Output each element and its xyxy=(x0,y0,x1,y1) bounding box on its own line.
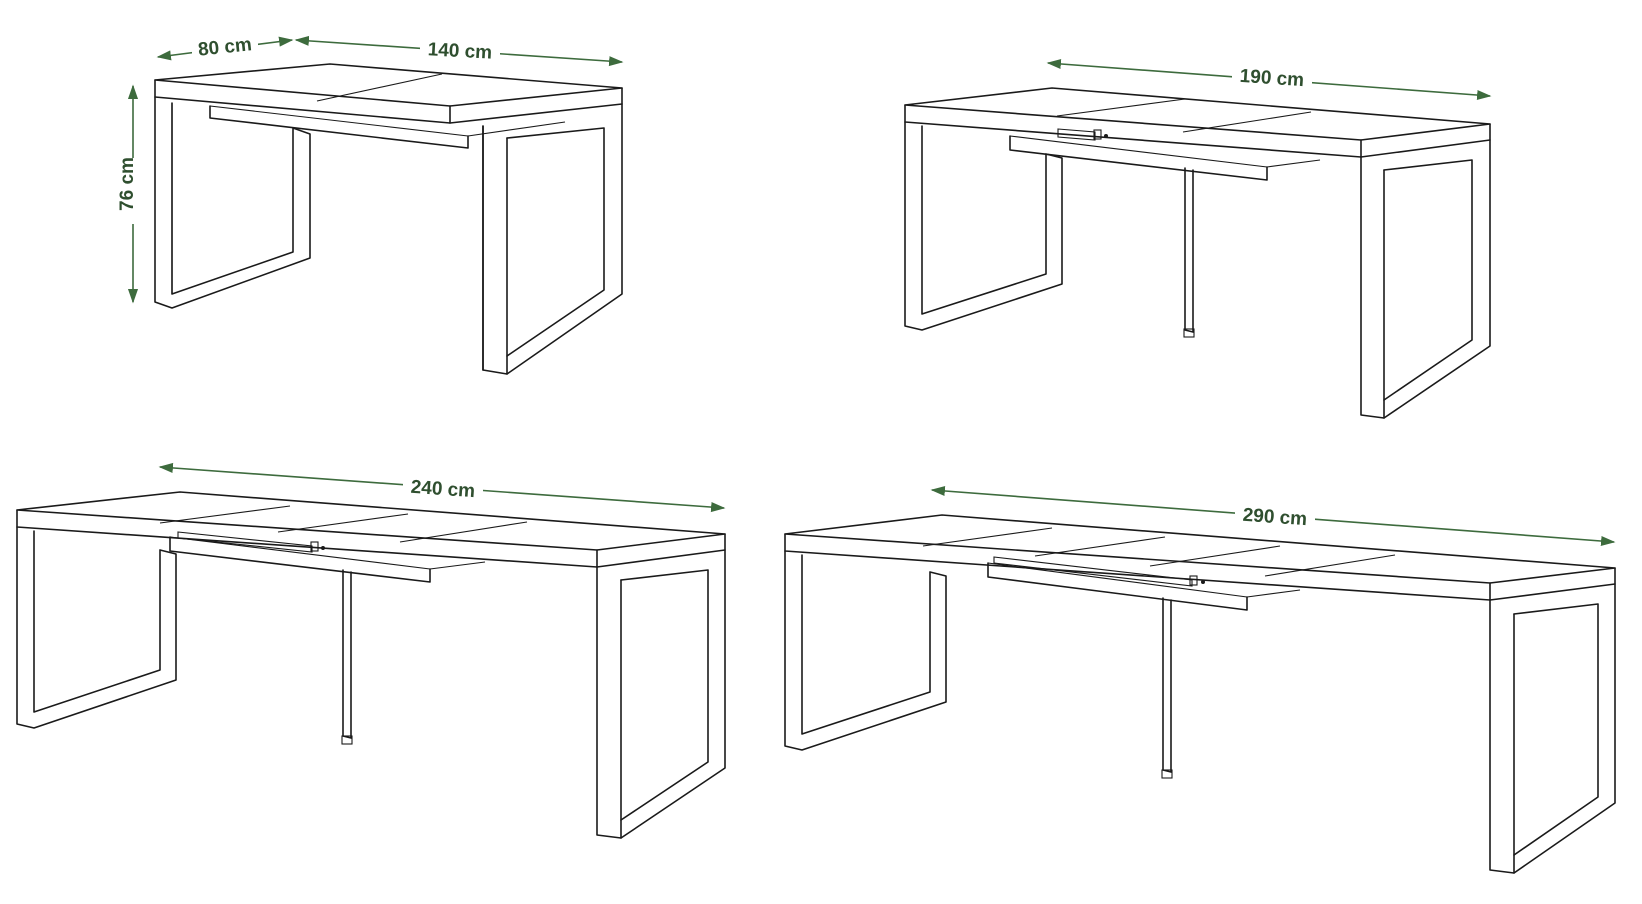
length-140-label: 140 cm xyxy=(427,39,492,63)
table-290-drawing xyxy=(784,514,1616,874)
table-140-dimensions: 80 cm 140 cm 76 cm xyxy=(117,34,624,304)
table-140-drawing xyxy=(154,63,623,375)
length-290-label: 290 cm xyxy=(1242,505,1308,530)
table-240-dimensions: 240 cm xyxy=(158,462,726,513)
length-240-label: 240 cm xyxy=(410,477,476,502)
table-190-dimensions: 190 cm xyxy=(1046,58,1492,101)
table-240-drawing xyxy=(16,491,726,839)
table-290-dimensions: 290 cm xyxy=(930,485,1616,547)
height-label: 76 cm xyxy=(117,157,138,211)
length-190-label: 190 cm xyxy=(1239,66,1305,91)
table-190-drawing xyxy=(904,87,1491,419)
